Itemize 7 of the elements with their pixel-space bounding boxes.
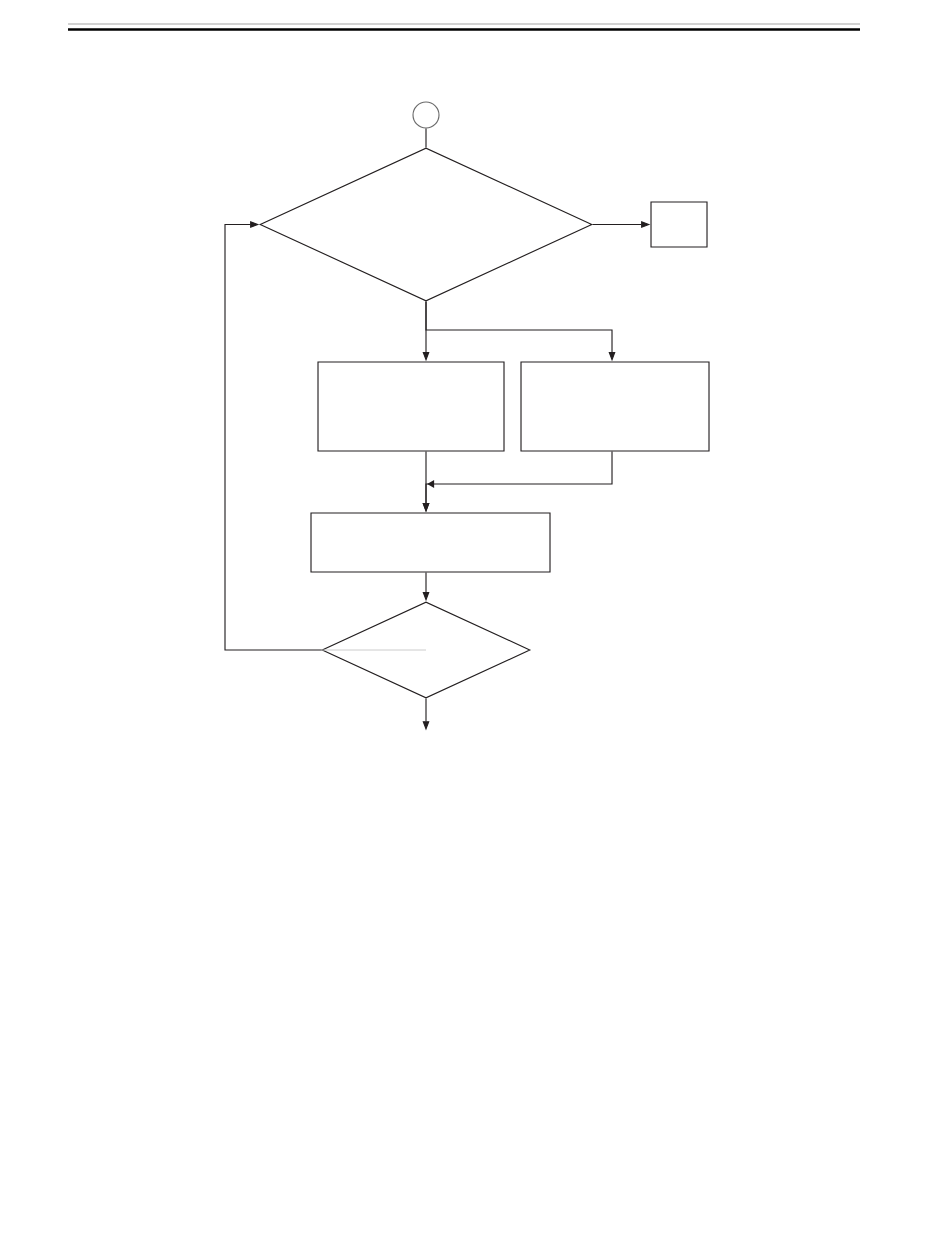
process-box	[310, 512, 551, 573]
process-box	[650, 201, 708, 248]
connector-circle	[412, 101, 440, 129]
connector-line	[425, 128, 427, 148]
process-box	[520, 361, 710, 452]
arrow	[224, 221, 322, 651]
process-box	[317, 361, 505, 452]
